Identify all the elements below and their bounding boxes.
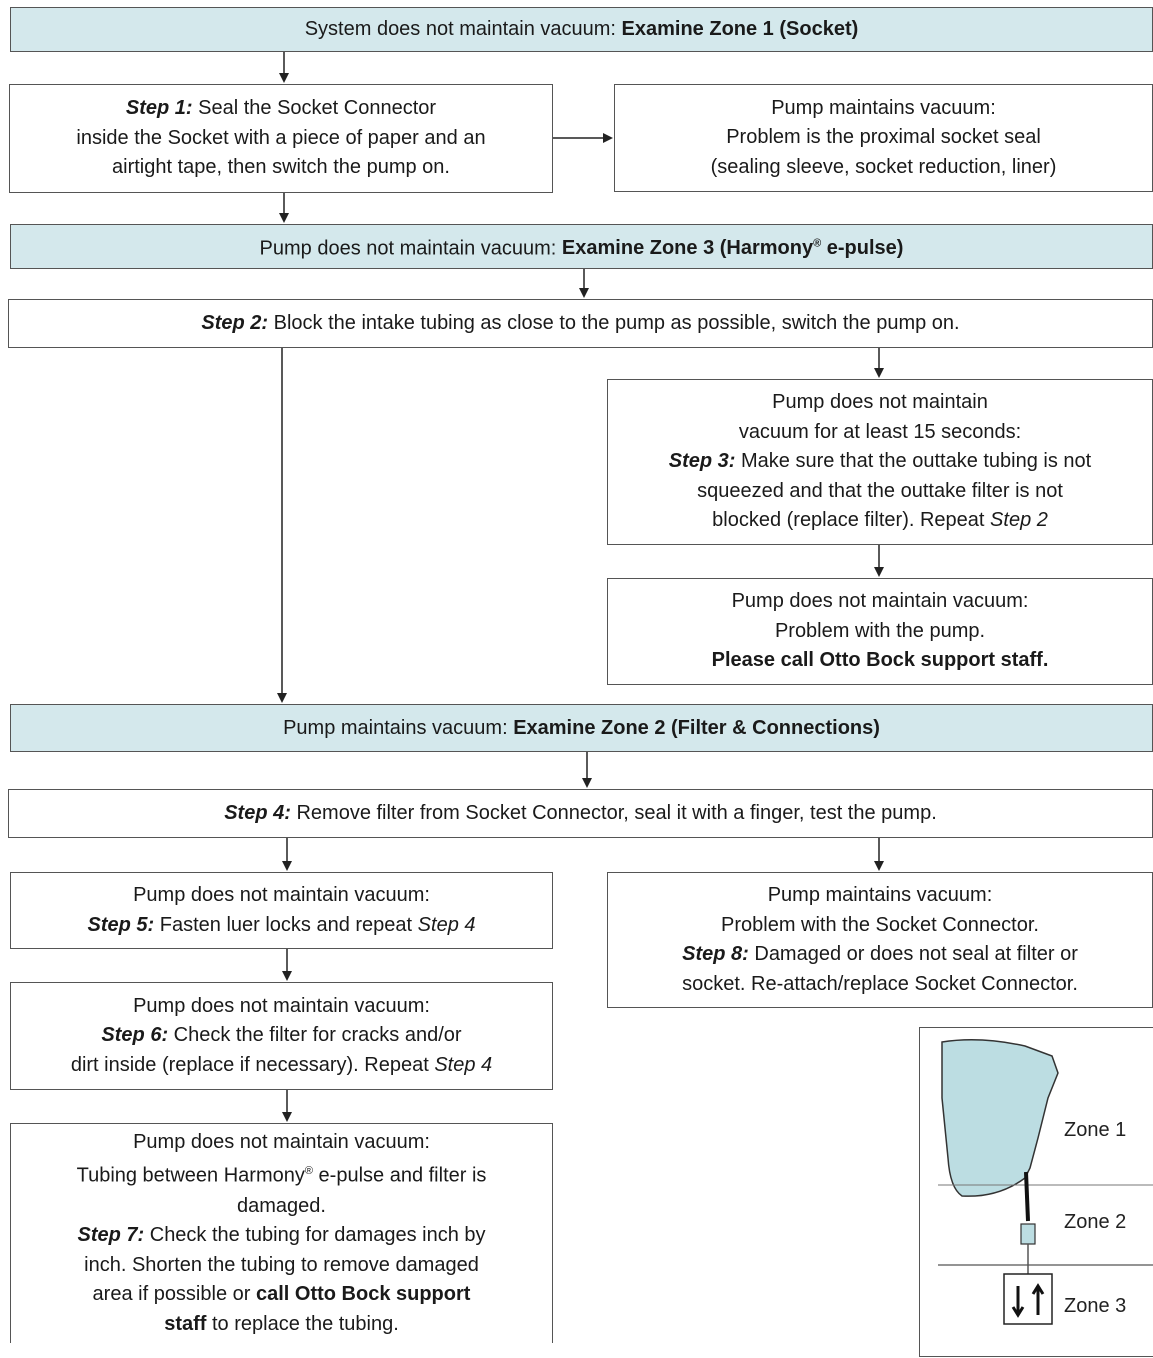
pump-problem-box: Pump does not maintain vacuum: Problem w…	[607, 578, 1153, 685]
zone3-header: Pump does not maintain vacuum: Examine Z…	[10, 224, 1153, 269]
zone2-header: Pump maintains vacuum: Examine Zone 2 (F…	[10, 704, 1153, 752]
step6-box: Pump does not maintain vacuum: Step 6: C…	[10, 982, 553, 1090]
zone-illustration-svg	[938, 1039, 1153, 1325]
step2-box: Step 2: Block the intake tubing as close…	[8, 299, 1153, 348]
pump-shape	[1003, 1273, 1053, 1325]
zone2-label: Zone 2	[1064, 1211, 1127, 1233]
step8-box: Pump maintains vacuum: Problem with the …	[607, 872, 1153, 1008]
step7-box: Pump does not maintain vacuum: Tubing be…	[10, 1123, 553, 1343]
pump-arrow-down	[1011, 1286, 1025, 1318]
zone1-result-box: Pump maintains vacuum: Problem is the pr…	[614, 84, 1153, 192]
pump-arrow-up	[1031, 1283, 1045, 1315]
zone1-header: System does not maintain vacuum: Examine…	[10, 7, 1153, 52]
tubing	[1024, 1171, 1030, 1222]
step3-box: Pump does not maintain vacuum for at lea…	[607, 379, 1153, 545]
step1-box: Step 1: Seal the Socket Connector inside…	[9, 84, 553, 193]
socket-shape	[941, 1039, 1059, 1197]
step4-box: Step 4: Remove filter from Socket Connec…	[8, 789, 1153, 838]
zone1-label: Zone 1	[1064, 1119, 1127, 1141]
zone3-label: Zone 3	[1064, 1295, 1127, 1317]
zone-illustration: Zone 1 Zone 2 Zone 3	[919, 1027, 1153, 1357]
step5-box: Pump does not maintain vacuum: Step 5: F…	[10, 872, 553, 949]
filter-shape	[1020, 1223, 1036, 1245]
